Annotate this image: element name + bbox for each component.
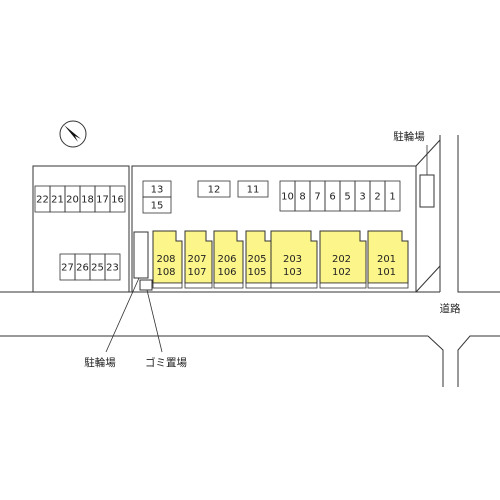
parking-stall-mid-b: 12 bbox=[197, 180, 231, 198]
parking-stall-number: 11 bbox=[247, 185, 260, 196]
unit-number-lower: 102 bbox=[332, 267, 351, 278]
apartment-building: 208 108 207 107 206 106 205 105 203 103 202 102 201 1… bbox=[152, 230, 409, 289]
unit-entrance bbox=[319, 282, 367, 289]
bicycle-parking-bottom-shed bbox=[133, 231, 149, 279]
parking-stall bbox=[237, 180, 269, 198]
parking-stall-number: 27 bbox=[61, 263, 74, 274]
parking-stall bbox=[142, 196, 172, 214]
unit-entrance bbox=[367, 282, 409, 289]
parking-stall-number: 15 bbox=[151, 201, 164, 212]
bicycle-parking-top-shed bbox=[419, 174, 435, 208]
unit-entrance bbox=[245, 282, 272, 289]
garbage-area-box bbox=[139, 279, 153, 291]
parking-stall-number: 12 bbox=[208, 185, 221, 196]
parking-stall-number: 21 bbox=[51, 195, 64, 206]
unit-number-upper: 203 bbox=[283, 254, 302, 265]
unit-number-lower: 101 bbox=[377, 267, 396, 278]
unit-entrance bbox=[184, 282, 213, 289]
parking-stall-number: 13 bbox=[151, 185, 164, 196]
unit-entrance bbox=[270, 282, 318, 289]
parking-stall-number: 5 bbox=[344, 192, 350, 203]
unit-number-upper: 201 bbox=[377, 254, 396, 265]
unit-number-upper: 207 bbox=[187, 254, 206, 265]
unit-number-upper: 202 bbox=[332, 254, 351, 265]
parking-stall-number: 8 bbox=[299, 192, 305, 203]
parking-stall-mid-c: 11 bbox=[237, 180, 269, 198]
north-arrow-icon bbox=[59, 120, 87, 148]
parking-stall-number: 18 bbox=[81, 195, 94, 206]
parking-stall-number: 6 bbox=[329, 192, 335, 203]
unit-number-upper: 208 bbox=[156, 254, 175, 265]
unit-number-upper: 206 bbox=[217, 254, 236, 265]
parking-stall-number: 16 bbox=[111, 195, 124, 206]
parking-stall-number: 26 bbox=[76, 263, 89, 274]
parking-stall-number: 20 bbox=[66, 195, 79, 206]
parking-stall bbox=[109, 185, 126, 213]
parking-stall-number: 2 bbox=[374, 192, 380, 203]
unit-number-lower: 105 bbox=[247, 267, 266, 278]
road-label: 道路 bbox=[440, 302, 461, 315]
parking-stall-number: 22 bbox=[36, 195, 49, 206]
parking-stall-number: 7 bbox=[314, 192, 320, 203]
unit-number-lower: 106 bbox=[217, 267, 236, 278]
unit-entrance bbox=[213, 282, 244, 289]
bicycle-parking-label-top: 駐輪場 bbox=[393, 130, 425, 143]
left-lot bbox=[32, 165, 130, 293]
parking-stall-number: 3 bbox=[359, 192, 365, 203]
parking-stall bbox=[197, 180, 231, 198]
unit-number-lower: 103 bbox=[283, 267, 302, 278]
parking-stall-number: 25 bbox=[91, 263, 104, 274]
parking-stall-number: 23 bbox=[106, 263, 119, 274]
bicycle-parking-label-bottom: 駐輪場 bbox=[84, 356, 116, 369]
parking-stall-number: 1 bbox=[389, 192, 395, 203]
leader-lines bbox=[105, 145, 428, 353]
parking-stall bbox=[104, 253, 121, 281]
main-lot bbox=[131, 165, 417, 293]
unit-number-upper: 205 bbox=[247, 254, 266, 265]
parking-stall bbox=[384, 180, 401, 212]
unit-number-lower: 107 bbox=[187, 267, 206, 278]
unit-number-lower: 108 bbox=[156, 267, 175, 278]
parking-stall-number: 17 bbox=[96, 195, 109, 206]
garbage-area-label: ゴミ置場 bbox=[145, 356, 187, 369]
parking-stall-number: 10 bbox=[281, 192, 294, 203]
unit-entrance bbox=[152, 282, 183, 289]
